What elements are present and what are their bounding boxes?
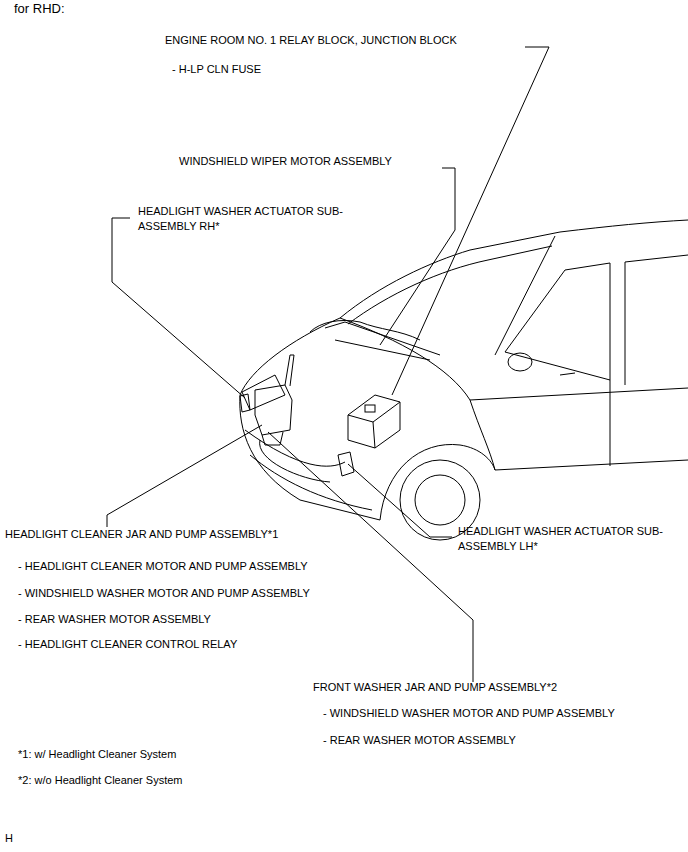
part-label: HEADLIGHT WASHER ACTUATOR SUB-ASSEMBLY R… xyxy=(138,204,348,234)
figure-code: H xyxy=(5,831,13,846)
part-sublabel: - HEADLIGHT CLEANER CONTROL RELAY xyxy=(18,637,237,652)
part-label: FRONT WASHER JAR AND PUMP ASSEMBLY*2 xyxy=(313,680,557,695)
part-sublabel: - WINDSHIELD WASHER MOTOR AND PUMP ASSEM… xyxy=(18,586,310,601)
page-heading: for RHD: xyxy=(14,1,65,17)
footnote: *1: w/ Headlight Cleaner System xyxy=(18,747,176,762)
part-label: WINDSHIELD WIPER MOTOR ASSEMBLY xyxy=(179,154,392,169)
footnote: *2: w/o Headlight Cleaner System xyxy=(18,773,182,788)
part-label: HEADLIGHT WASHER ACTUATOR SUB-ASSEMBLY L… xyxy=(458,524,663,554)
part-label: HEADLIGHT CLEANER JAR AND PUMP ASSEMBLY*… xyxy=(5,527,278,542)
part-label: ENGINE ROOM NO. 1 RELAY BLOCK, JUNCTION … xyxy=(165,33,457,48)
part-sublabel: - WINDSHIELD WASHER MOTOR AND PUMP ASSEM… xyxy=(323,706,615,721)
part-sublabel: - REAR WASHER MOTOR ASSEMBLY xyxy=(323,733,516,748)
part-sublabel: - REAR WASHER MOTOR ASSEMBLY xyxy=(18,612,211,627)
part-sublabel: - H-LP CLN FUSE xyxy=(172,62,261,77)
part-sublabel: - HEADLIGHT CLEANER MOTOR AND PUMP ASSEM… xyxy=(18,559,308,574)
